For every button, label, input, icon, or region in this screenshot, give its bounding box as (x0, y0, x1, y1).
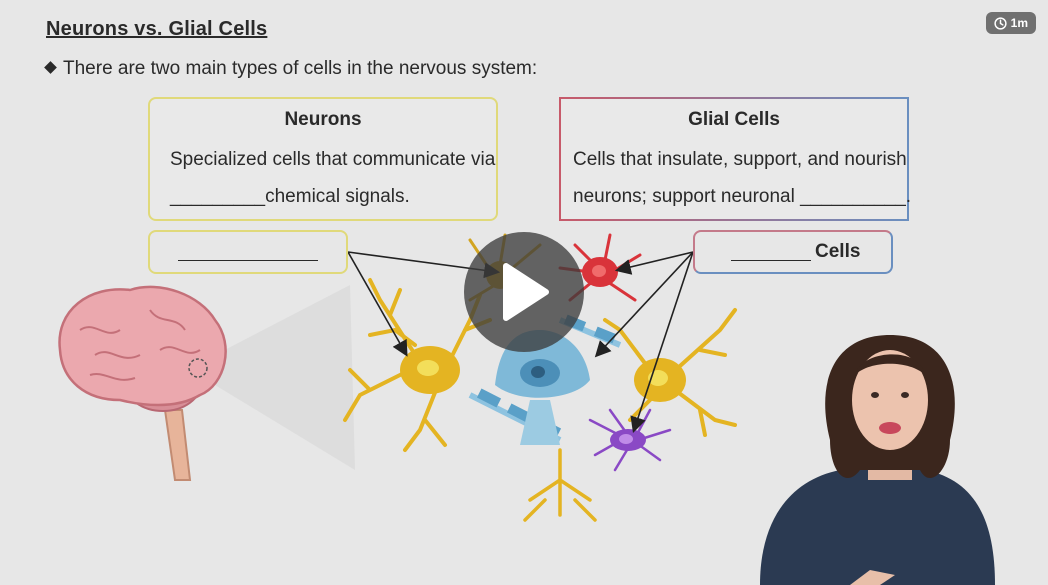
duration-badge: 1m (985, 12, 1036, 34)
neurons-text-line2: _________chemical signals. (170, 186, 410, 207)
neurons-text-line1: Specialized cells that communicate via (170, 149, 496, 170)
bullet-line: There are two main types of cells in the… (44, 58, 538, 80)
bullet-text: There are two main types of cells in the… (63, 58, 538, 79)
glial-text-line2: neurons; support neuronal __________. (573, 186, 912, 207)
brain-icon (58, 285, 227, 481)
neurons-definition-box: Neurons Specialized cells that communica… (148, 97, 498, 221)
play-icon (503, 263, 549, 321)
glial-text-line1: Cells that insulate, support, and nouris… (573, 149, 907, 170)
duration-text: 1m (1010, 16, 1028, 30)
fill-in-blank-line (731, 244, 811, 261)
yellow-dendrites-bottom (523, 448, 597, 522)
fill-in-blank-line (178, 244, 318, 261)
glial-definition-box: Glial Cells Cells that insulate, support… (559, 97, 912, 221)
zoom-cone (215, 285, 355, 470)
cells-label: Cells (815, 241, 861, 262)
diamond-bullet-icon (44, 61, 57, 74)
glial-heading: Glial Cells (688, 109, 780, 130)
neurons-heading: Neurons (284, 109, 362, 130)
slide-title: Neurons vs. Glial Cells (46, 18, 268, 40)
presenter-video (760, 335, 995, 585)
play-button[interactable] (464, 232, 584, 352)
clock-icon (994, 16, 1007, 30)
neuron-label-blank-box (148, 230, 348, 274)
glial-label-blank-box: Cells (693, 230, 893, 274)
